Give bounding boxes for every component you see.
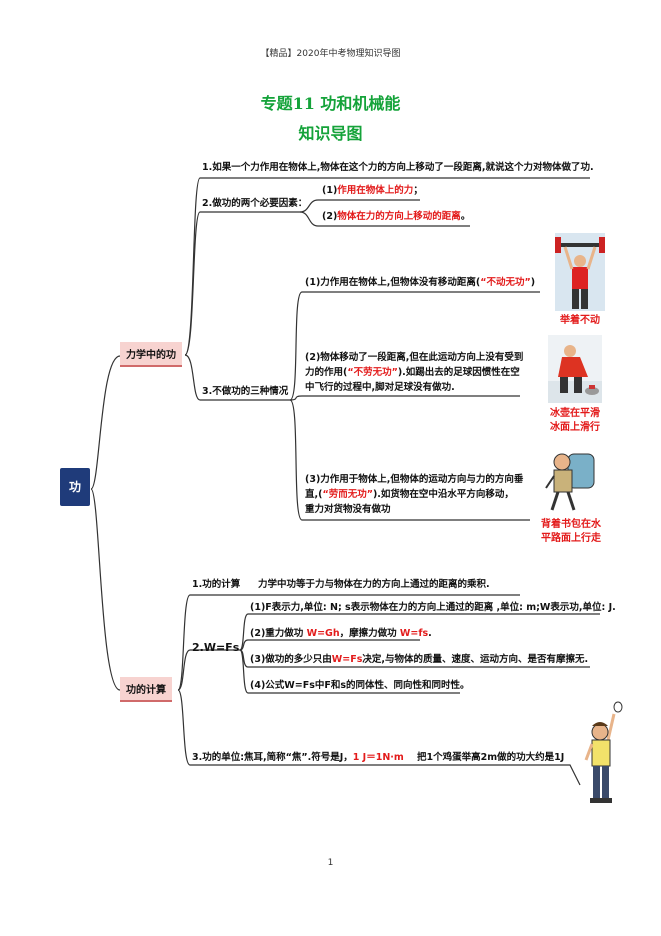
branch-work-calculation: 功的计算 bbox=[120, 677, 172, 702]
case-2: (2)物体移动了一段距离,但在此运动方向上没有受到 力的作用(“不劳无功”).如… bbox=[305, 352, 524, 393]
unit-of-work: 3.功的单位:焦耳,简称“焦”.符号是J，1 J＝1N·m 把1个鸡蛋举高2m做… bbox=[192, 752, 565, 763]
curling-image bbox=[548, 335, 602, 403]
caption-curling: 冰壶在平滑 冰面上滑行 bbox=[550, 408, 600, 433]
weightlifter-image bbox=[555, 233, 605, 311]
calc-label: 1.功的计算 bbox=[192, 579, 241, 590]
boy-raising-egg-image bbox=[584, 701, 623, 803]
page-title: 专题11 功和机械能 bbox=[260, 94, 401, 113]
factor-1: (1)作用在物体上的力； bbox=[322, 185, 423, 196]
no-work-label: 3.不做功的三种情况 bbox=[202, 386, 289, 397]
caption-backpack: 背着书包在水 平路面上行走 bbox=[541, 519, 601, 544]
page-subtitle: 知识导图 bbox=[298, 124, 363, 143]
case-3: (3)力作用于物体上,但物体的运动方向与力的方向垂 直,(“劳而无功”).如货物… bbox=[305, 474, 524, 515]
formula-label: 2.W=Fs bbox=[192, 641, 240, 654]
root-node: 功 bbox=[60, 468, 90, 506]
definition-text: 1.如果一个力作用在物体上,物体在这个力的方向上移动了一段距离,就说这个力对物体… bbox=[202, 162, 594, 173]
branch-mechanical-work: 力学中的功 bbox=[120, 342, 182, 367]
caption-lifting: 举着不动 bbox=[560, 315, 600, 326]
calc-definition: 力学中功等于力与物体在力的方向上通过的距离的乘积. bbox=[258, 579, 490, 590]
page-number: 1 bbox=[327, 858, 334, 868]
case-1: (1)力作用在物体上,但物体没有移动距离(“不动无功”) bbox=[305, 277, 536, 288]
backpack-student-image bbox=[545, 453, 595, 511]
page-header: 【精品】2020年中考物理知识导图 bbox=[260, 49, 401, 59]
formula-consistency: (4)公式W=Fs中F和s的同体性、同向性和同时性。 bbox=[250, 680, 470, 691]
formula-symbols: (1)F表示力,单位: N; s表示物体在力的方向上通过的距离 ,单位: m;W… bbox=[250, 602, 616, 613]
factors-label: 2.做功的两个必要因素： bbox=[202, 198, 308, 209]
formula-determinant: (3)做功的多少只由W=Fs决定,与物体的质量、速度、运动方向、是否有摩擦无. bbox=[250, 654, 589, 665]
formula-gravity-friction: (2)重力做功 W=Gh，摩擦力做功 W=fs. bbox=[250, 628, 432, 639]
factor-2: (2)物体在力的方向上移动的距离。 bbox=[322, 211, 471, 222]
